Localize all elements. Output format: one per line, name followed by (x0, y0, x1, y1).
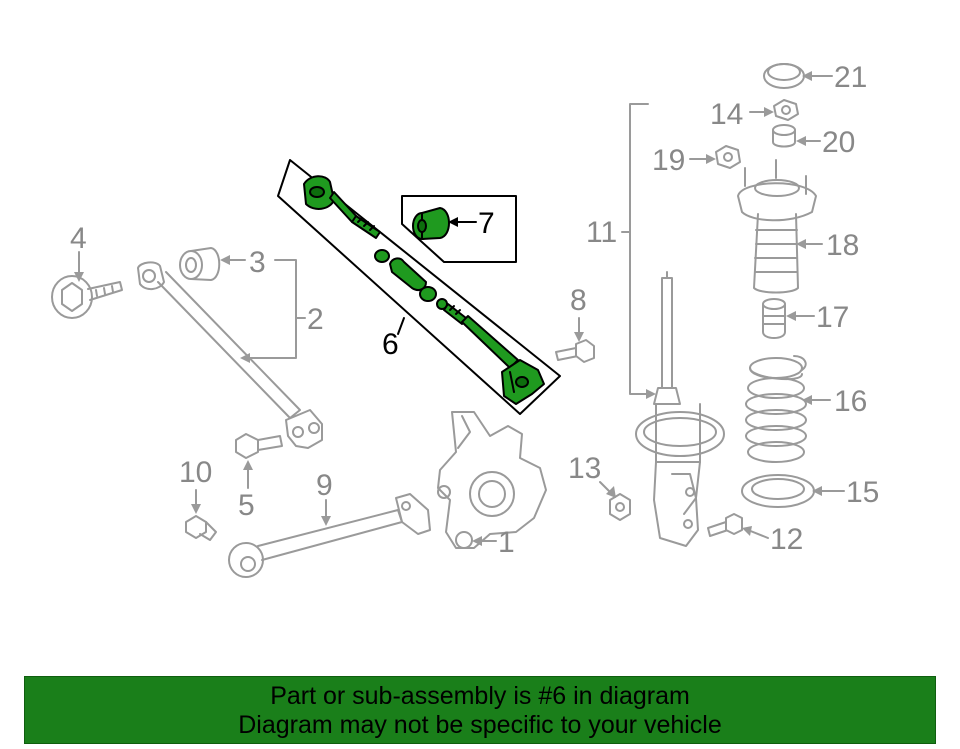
info-banner: Part or sub-assembly is #6 in diagram Di… (24, 676, 936, 744)
part-2-lateral-link[interactable] (137, 261, 323, 449)
part-18-upper-mount[interactable] (737, 159, 817, 294)
callout-17: 17 (816, 301, 849, 334)
bracket-2 (245, 259, 297, 359)
part-5-bolt[interactable] (235, 433, 283, 459)
callout-2: 2 (307, 303, 324, 336)
callout-3: 3 (249, 246, 266, 279)
bracket-11 (629, 103, 649, 395)
part-21-cap[interactable] (763, 63, 805, 89)
banner-line-1: Part or sub-assembly is #6 in diagram (270, 682, 690, 710)
part-19-nut[interactable] (715, 145, 741, 169)
callout-18: 18 (826, 229, 859, 262)
part-20-collar[interactable] (772, 124, 796, 148)
part-12-bolt[interactable] (707, 513, 743, 537)
part-1-knuckle[interactable] (437, 411, 547, 549)
part-11-strut[interactable] (635, 271, 725, 547)
part-6-rod-assembly[interactable] (303, 175, 545, 405)
part-3-bushing[interactable] (179, 247, 221, 281)
callout-4: 4 (70, 222, 87, 255)
callout-15: 15 (846, 476, 879, 509)
callout-12: 12 (770, 523, 803, 556)
part-13-nut[interactable] (609, 493, 631, 521)
part-4-bolt[interactable] (51, 275, 123, 319)
part-8-bolt[interactable] (555, 339, 595, 363)
part-15-insulator[interactable] (741, 474, 815, 508)
callout-21: 21 (834, 61, 867, 94)
callout-20: 20 (822, 126, 855, 159)
banner-line-2: Diagram may not be specific to your vehi… (238, 711, 722, 739)
callout-8: 8 (570, 284, 587, 317)
parts-diagram: 4 3 2 5 10 9 (51, 61, 879, 578)
part-7-bushing[interactable] (412, 207, 450, 240)
callout-13: 13 (568, 452, 601, 485)
callout-16: 16 (834, 385, 867, 418)
callout-7: 7 (478, 207, 495, 240)
callout-11: 11 (586, 216, 617, 249)
part-16-coil-spring[interactable] (745, 355, 807, 463)
callout-9: 9 (316, 469, 333, 502)
part-9-trailing-arm[interactable] (228, 493, 431, 578)
arrow-4 (74, 272, 84, 282)
callout-5: 5 (238, 489, 255, 522)
callout-10: 10 (179, 456, 212, 489)
part-6-box (277, 159, 561, 415)
part-10-bolt[interactable] (185, 515, 217, 541)
callout-1: 1 (498, 526, 515, 559)
callout-6: 6 (382, 328, 399, 361)
part-17-bump-stop[interactable] (762, 298, 786, 339)
part-7-box (401, 195, 517, 263)
leader-6 (397, 317, 405, 335)
callout-14: 14 (710, 98, 743, 131)
part-14-nut[interactable] (773, 99, 799, 121)
callout-19: 19 (652, 144, 685, 177)
